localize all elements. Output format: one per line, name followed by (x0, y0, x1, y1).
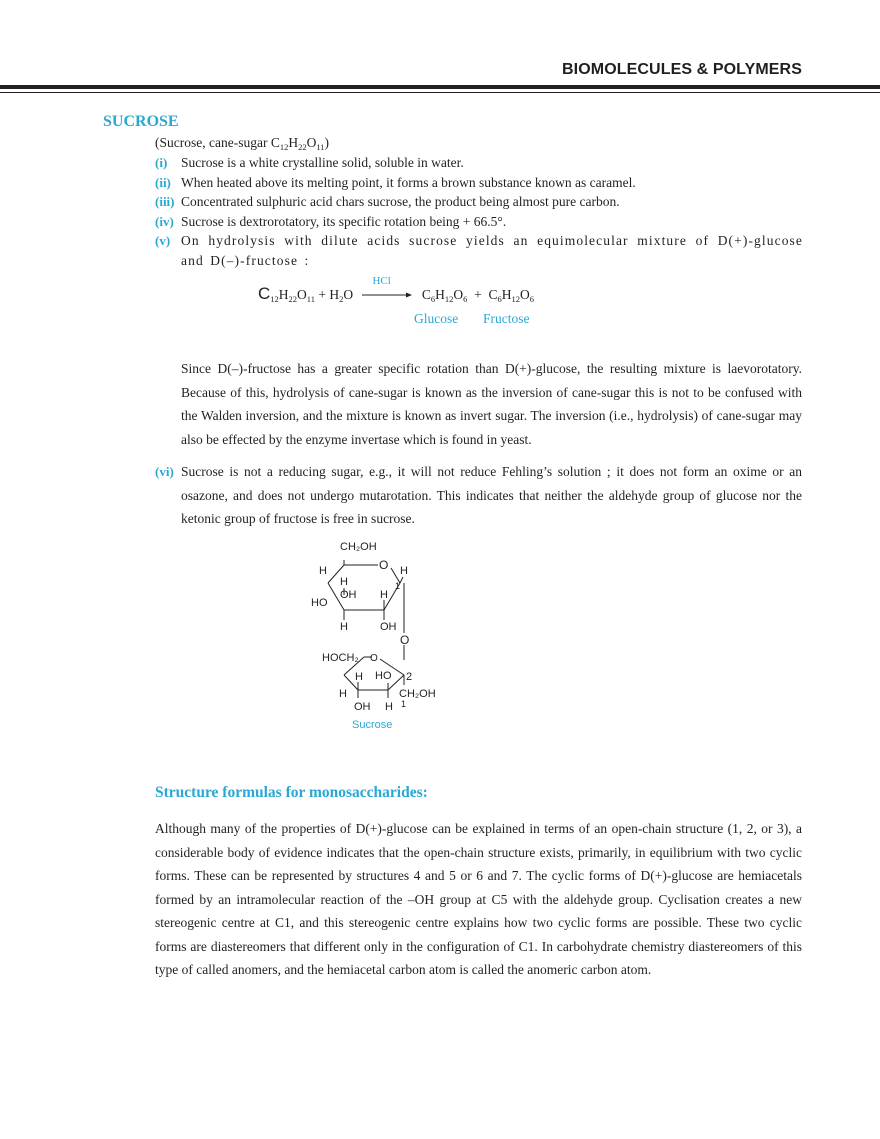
h-fructose-3: H (385, 701, 393, 713)
carbon-1b-label: 1 (401, 699, 406, 709)
list-item-vi: (vi) Sucrose is not a reducing sugar, e.… (155, 460, 802, 531)
page-header-title: BIOMOLECULES & POLYMERS (562, 61, 802, 78)
carbon-2-label: 2 (406, 671, 412, 683)
ho-left: HO (311, 597, 328, 609)
h-mid: H (380, 589, 388, 601)
ring-oxygen-top: O (379, 558, 388, 572)
h-bottom: H (340, 621, 348, 633)
list-item: (i) Sucrose is a white crystalline solid… (155, 153, 803, 173)
section-title-sucrose: SUCROSE (103, 113, 179, 130)
item-text: When heated above its melting point, it … (181, 174, 636, 190)
item-text: Sucrose is not a reducing sugar, e.g., i… (181, 464, 802, 526)
glucose-label: Glucose (414, 311, 459, 326)
section-title-monosaccharides: Structure formulas for monosaccharides: (155, 784, 428, 801)
item-number: (iii) (155, 194, 175, 209)
fructose-label: Fructose (483, 311, 530, 326)
list-item: (ii) When heated above its melting point… (155, 173, 803, 193)
ho-fructose: HO (375, 670, 392, 682)
list-item: (iv) Sucrose is dextrorotatory, its spec… (155, 212, 803, 232)
item-text: Concentrated sulphuric acid chars sucros… (181, 194, 620, 209)
catalyst-label: HCl (372, 275, 391, 287)
h-fructose-2: H (339, 688, 347, 700)
sucrose-intro: (Sucrose, cane-sugar C12H22O11) (155, 135, 330, 152)
item-number: (i) (155, 155, 168, 170)
reaction-arrow: HCl (362, 275, 413, 301)
oh-bottom: OH (380, 621, 397, 633)
ring-oxygen-bottom: O (370, 653, 378, 664)
item-number: (iv) (155, 213, 174, 229)
h-top-left: H (319, 565, 327, 577)
h-top-right: H (400, 565, 408, 577)
item-text: On hydrolysis with dilute acids sucrose … (181, 233, 803, 268)
h-inner: H (340, 576, 348, 588)
header-rule-thin (0, 92, 880, 93)
monosaccharides-paragraph: Although many of the properties of D(+)-… (155, 821, 802, 977)
ch2oh-bottom-label: CH₂OH (399, 688, 436, 700)
arrow-icon (362, 292, 413, 298)
oh-mid: OH (340, 589, 357, 601)
carbon-1-label: 1 (395, 581, 400, 591)
ch2oh-top-label: CH₂OH (340, 541, 377, 553)
oh-fructose: OH (354, 701, 371, 713)
item-text: Sucrose is dextrorotatory, its specific … (181, 213, 507, 229)
item-number: (ii) (155, 174, 171, 190)
structure-caption: Sucrose (352, 719, 392, 731)
hoch2-label: HOCH₂ (322, 652, 359, 664)
hydrolysis-equation: C12H22O11 + H2O HCl C6H12O6 + C6H12O6 (258, 275, 534, 304)
sucrose-properties-list: (i) Sucrose is a white crystalline solid… (155, 153, 803, 270)
item-number: (vi) (155, 464, 174, 479)
glycosidic-oxygen: O (400, 633, 409, 647)
sucrose-structure-diagram: CH₂OH O H H H 1 OH H HO H OH O HOCH₂ O H… (311, 541, 436, 731)
header-rule-thick (0, 85, 880, 89)
item-text: Sucrose is a white crystalline solid, so… (181, 155, 464, 170)
h-fructose-1: H (355, 671, 363, 683)
list-item: (iii) Concentrated sulphuric acid chars … (155, 192, 803, 212)
inversion-paragraph: Since D(–)-fructose has a greater specif… (181, 361, 802, 447)
item-number: (v) (155, 233, 171, 248)
list-item: (v) On hydrolysis with dilute acids sucr… (155, 231, 803, 270)
